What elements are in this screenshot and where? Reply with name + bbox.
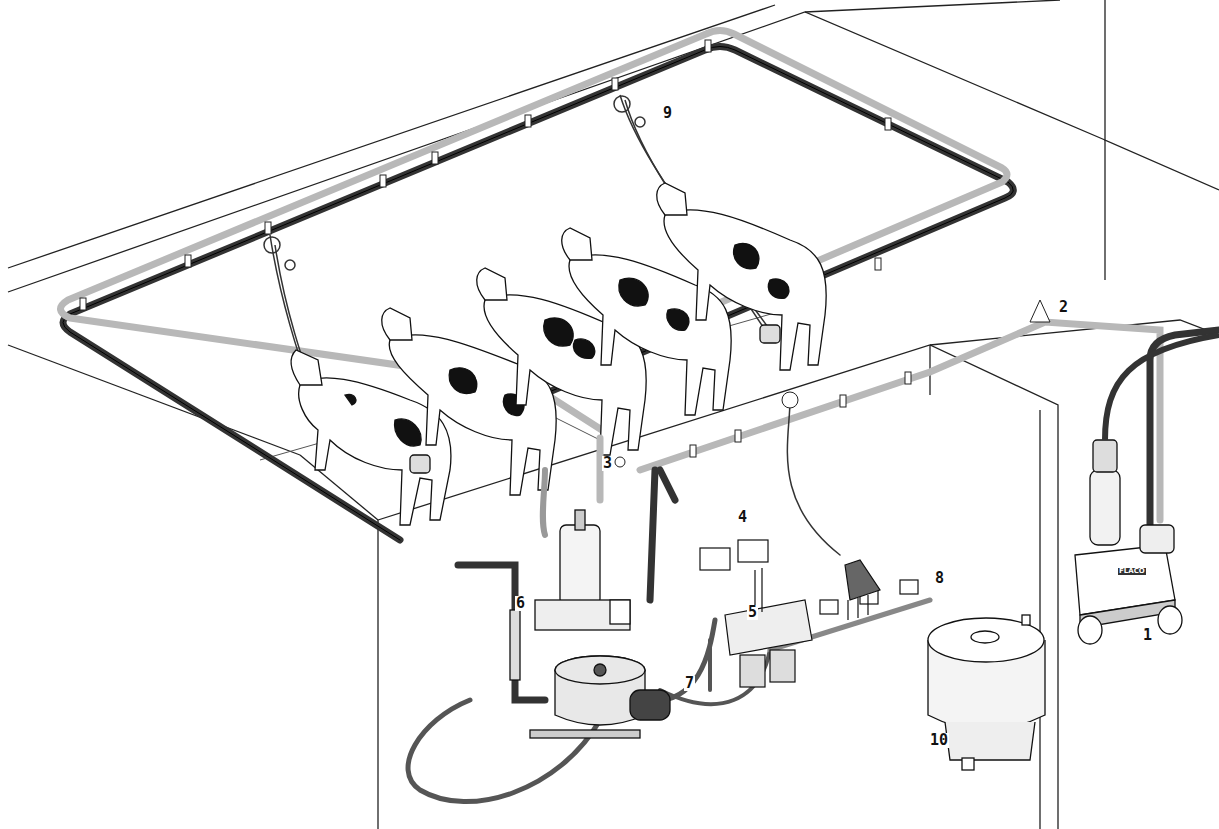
milk-room-clamps [615,300,1050,467]
callout-number: 10 [929,733,949,748]
vacuum-pump [1075,335,1219,644]
wash-jetters [820,560,918,620]
bulk-tank [928,615,1045,770]
callout-number: 1 [1142,628,1153,643]
callout-number: 8 [934,571,945,586]
barn-walls [8,0,1219,829]
pipeline-loop [60,31,1013,541]
receiver-unit [510,510,670,738]
pipe-clamps [80,40,891,374]
callout-number: 5 [747,605,758,620]
milk-room-pipes [408,322,1219,802]
cows [291,183,826,525]
callout-number: 7 [684,676,695,691]
wash-trough [700,540,812,687]
brand-label: FLACO [1118,568,1146,575]
callout-number: 3 [602,456,613,471]
callout-number: 4 [737,510,748,525]
callout-number: 6 [515,596,526,611]
callout-number: 9 [662,106,673,121]
callout-number: 2 [1058,300,1069,315]
